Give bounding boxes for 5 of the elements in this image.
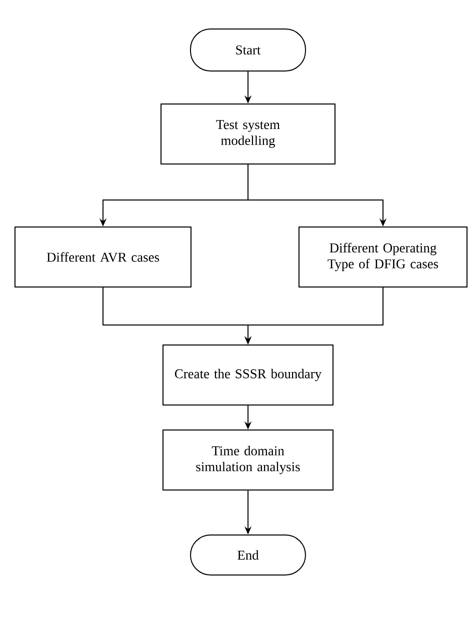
process-box: Test system modelling <box>160 104 336 164</box>
process-box: Different Operating Type of DFIG cases <box>298 226 468 288</box>
process-box: Time domain simulation analysis <box>162 430 334 490</box>
process-box: Different AVR cases <box>14 226 192 288</box>
process-box: Create the SSSR boundary <box>162 344 334 406</box>
